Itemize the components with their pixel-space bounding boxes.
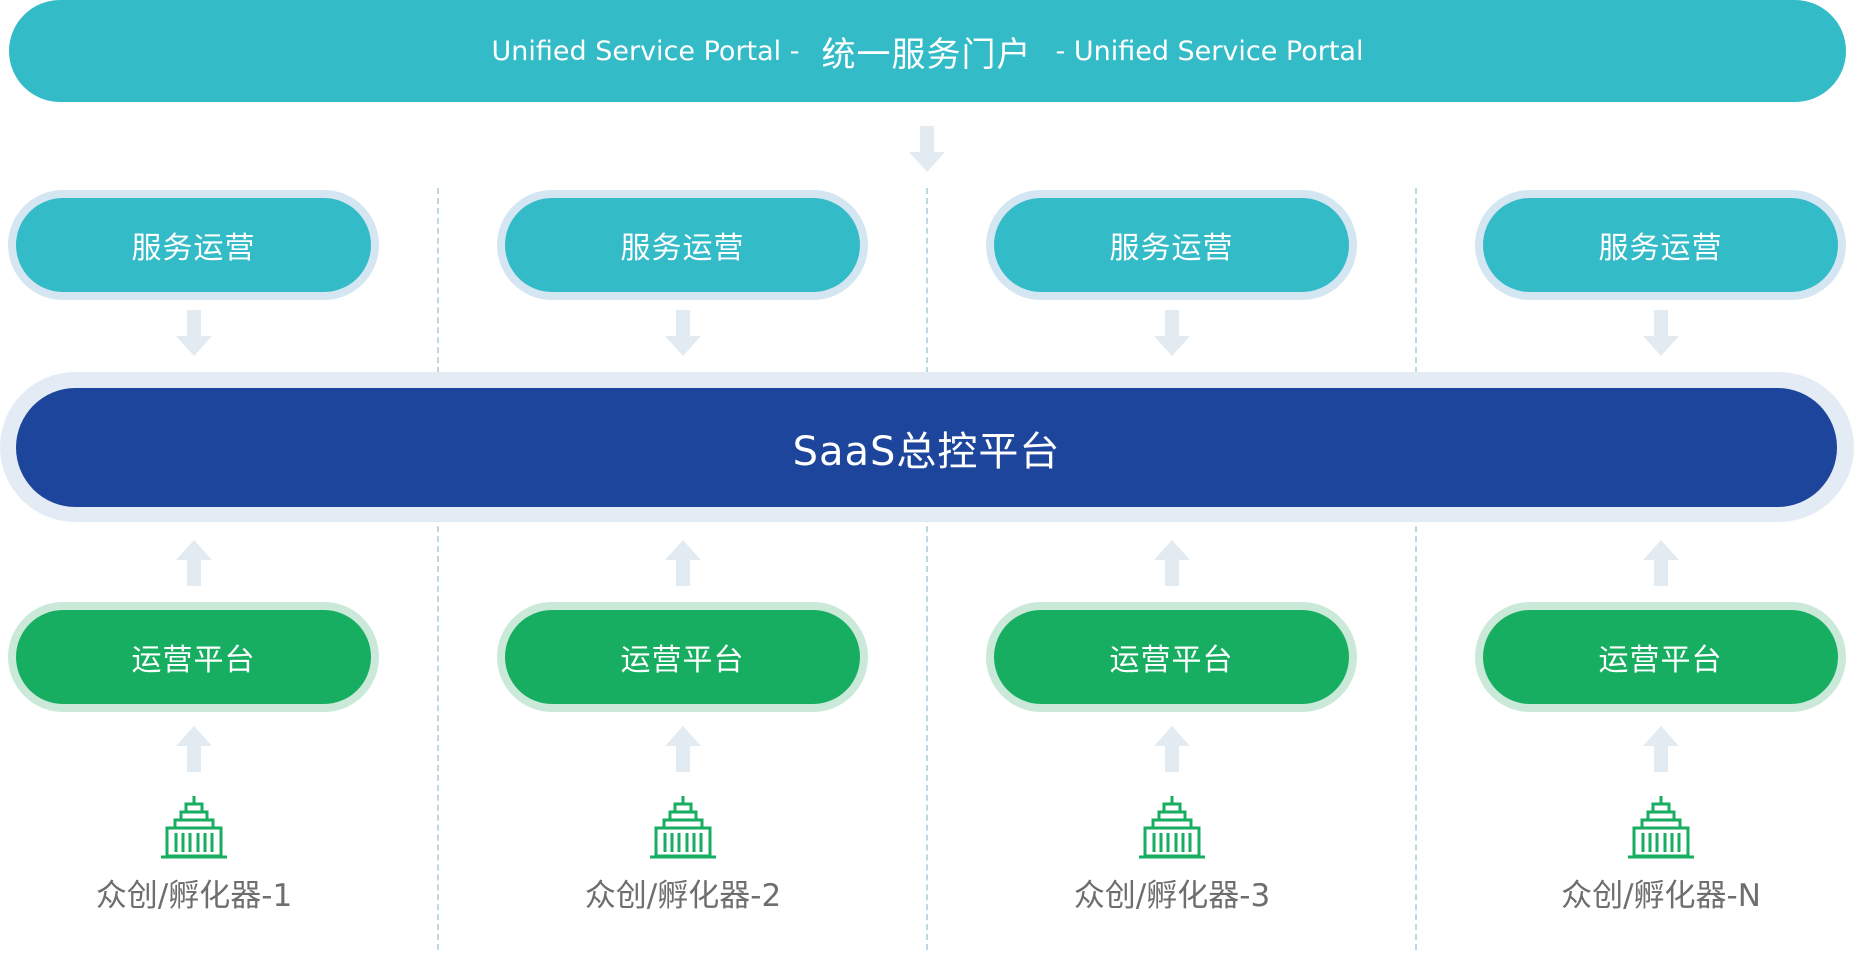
saas-control-platform: SaaS总控平台 <box>16 388 1837 507</box>
service-ops-label: 服务运营 <box>1109 231 1234 266</box>
up-arrow-icon <box>1643 540 1679 586</box>
incubator-label: 众创/孵化器-3 <box>1073 878 1271 914</box>
down-arrow-icon <box>909 126 945 172</box>
up-arrow-icon <box>1154 726 1190 772</box>
down-arrow-icon <box>1643 310 1679 356</box>
up-arrow-icon <box>1643 726 1679 772</box>
up-arrow-icon <box>1154 540 1190 586</box>
service-ops-label: 服务运营 <box>620 231 745 266</box>
portal-right-text: - Unified Service Portal <box>1055 35 1364 67</box>
saas-platform-label: SaaS总控平台 <box>792 428 1061 475</box>
service-ops-2: 服务运营 <box>505 198 860 292</box>
column-divider <box>1415 188 1417 950</box>
incubator-label: 众创/孵化器-2 <box>584 878 782 914</box>
up-arrow-icon <box>665 540 701 586</box>
building-icon <box>1628 796 1694 860</box>
ops-platform-1: 运营平台 <box>16 610 371 704</box>
ops-platform-2: 运营平台 <box>505 610 860 704</box>
ops-platform-4: 运营平台 <box>1483 610 1838 704</box>
down-arrow-icon <box>1154 310 1190 356</box>
service-ops-4: 服务运营 <box>1483 198 1838 292</box>
service-ops-3: 服务运营 <box>994 198 1349 292</box>
building-icon <box>1139 796 1205 860</box>
building-icon <box>161 796 227 860</box>
service-ops-label: 服务运营 <box>131 231 256 266</box>
ops-platform-label: 运营平台 <box>620 643 745 678</box>
ops-platform-label: 运营平台 <box>1598 643 1723 678</box>
up-arrow-icon <box>176 540 212 586</box>
up-arrow-icon <box>176 726 212 772</box>
column-divider <box>437 188 439 950</box>
up-arrow-icon <box>665 726 701 772</box>
service-ops-1: 服务运营 <box>16 198 371 292</box>
down-arrow-icon <box>176 310 212 356</box>
incubator-label: 众创/孵化器-1 <box>95 878 293 914</box>
incubator-label: 众创/孵化器-N <box>1561 878 1761 914</box>
column-divider <box>926 188 928 950</box>
ops-platform-label: 运营平台 <box>1109 643 1234 678</box>
ops-platform-3: 运营平台 <box>994 610 1349 704</box>
portal-center-text: 统一服务门户 <box>821 34 1032 75</box>
building-icon <box>650 796 716 860</box>
portal-left-text: Unified Service Portal - <box>491 35 800 67</box>
ops-platform-label: 运营平台 <box>131 643 256 678</box>
down-arrow-icon <box>665 310 701 356</box>
service-ops-label: 服务运营 <box>1598 231 1723 266</box>
unified-service-portal: Unified Service Portal - 统一服务门户 - Unifie… <box>9 0 1846 102</box>
